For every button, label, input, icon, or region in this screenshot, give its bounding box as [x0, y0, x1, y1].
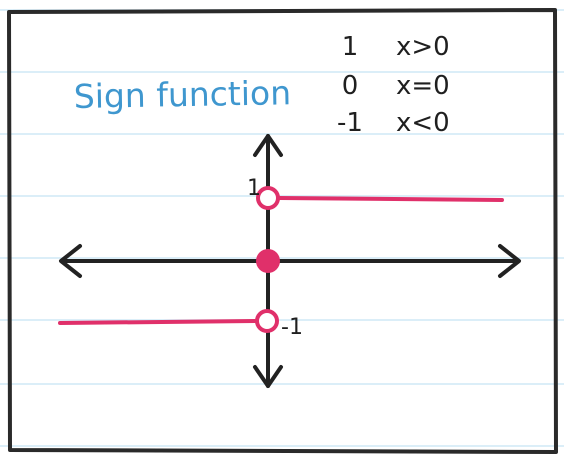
- definition-condition: x>0: [396, 32, 450, 62]
- definition-table: 1 x>0 0 x=0 -1 x<0: [337, 32, 450, 138]
- open-circle-at-minus-1: [255, 309, 279, 333]
- axes: [59, 134, 521, 388]
- negative-branch: [58, 319, 259, 325]
- y-axis-up-arrow-icon: [253, 134, 283, 157]
- ruled-lines: [0, 9, 564, 447]
- sign-function-graph: [58, 186, 504, 333]
- positive-branch: [277, 196, 504, 202]
- frame-border: [7, 8, 558, 454]
- diagram-title: Sign function: [73, 73, 291, 116]
- x-axis-right-arrow-icon: [498, 244, 521, 278]
- definition-value: 0: [342, 71, 359, 101]
- y-axis-down-arrow-icon: [253, 365, 283, 388]
- definition-condition: x<0: [396, 108, 450, 138]
- definition-value: 1: [342, 32, 359, 62]
- y-axis-label-minus-one: -1: [281, 315, 303, 340]
- definition-value: -1: [337, 108, 363, 138]
- definition-condition: x=0: [396, 71, 450, 101]
- filled-point-origin: [256, 249, 280, 273]
- open-circle-at-1: [256, 186, 280, 210]
- x-axis-left-arrow-icon: [59, 244, 82, 278]
- y-axis-label-one: 1: [247, 176, 261, 201]
